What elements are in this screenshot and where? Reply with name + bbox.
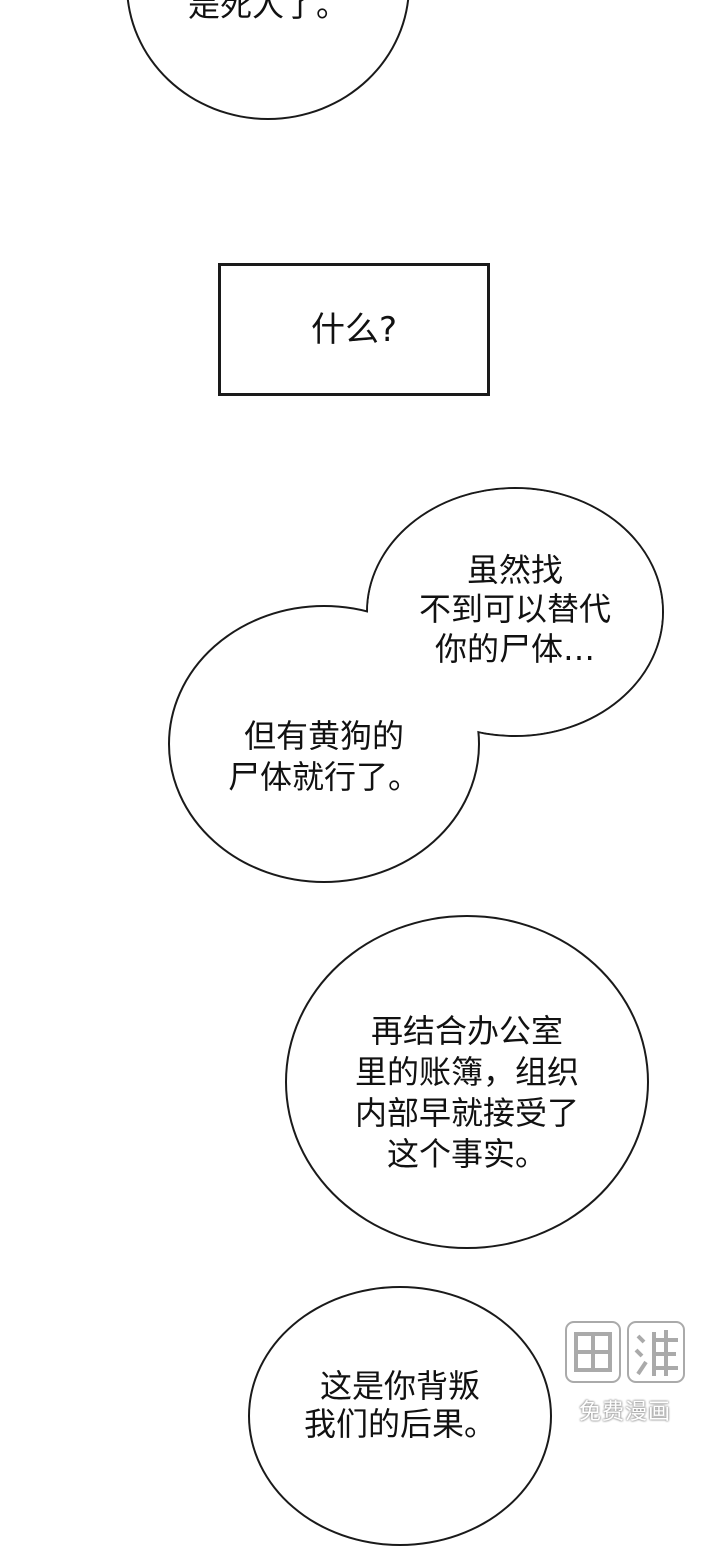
- speech-text-middle-line-3: 内部早就接受了: [354, 1094, 579, 1132]
- caption-box: 什么?: [218, 263, 490, 396]
- watermark: 免费漫画: [562, 1316, 688, 1426]
- speech-bubble-middle: [285, 915, 649, 1249]
- double-speech-bubble: [168, 487, 664, 883]
- speech-text-upper-line-3: 你的尸体…: [434, 630, 595, 668]
- speech-text-bottom-line-1: 这是你背叛: [319, 1367, 480, 1405]
- caption-text: 什么?: [310, 310, 398, 350]
- watermark-subtitle: 免费漫画: [578, 1400, 671, 1425]
- speech-text-upper-line-2: 不到可以替代: [418, 590, 611, 628]
- speech-text-bottom-line-2: 我们的后果。: [303, 1405, 496, 1443]
- speech-text-lower-line-1: 但有黄狗的: [243, 717, 404, 755]
- speech-text-upper-line-1: 虽然找: [466, 551, 563, 589]
- watermark-logo-icon: [565, 1321, 685, 1383]
- speech-text-middle-line-1: 再结合办公室: [370, 1012, 563, 1050]
- speech-text-lower-line-2: 尸体就行了。: [227, 758, 420, 796]
- speech-text-top: 是死人了。: [187, 0, 348, 24]
- speech-text-middle-line-2: 里的账簿，组织: [354, 1053, 579, 1091]
- speech-text-middle-line-4: 这个事实。: [386, 1135, 547, 1173]
